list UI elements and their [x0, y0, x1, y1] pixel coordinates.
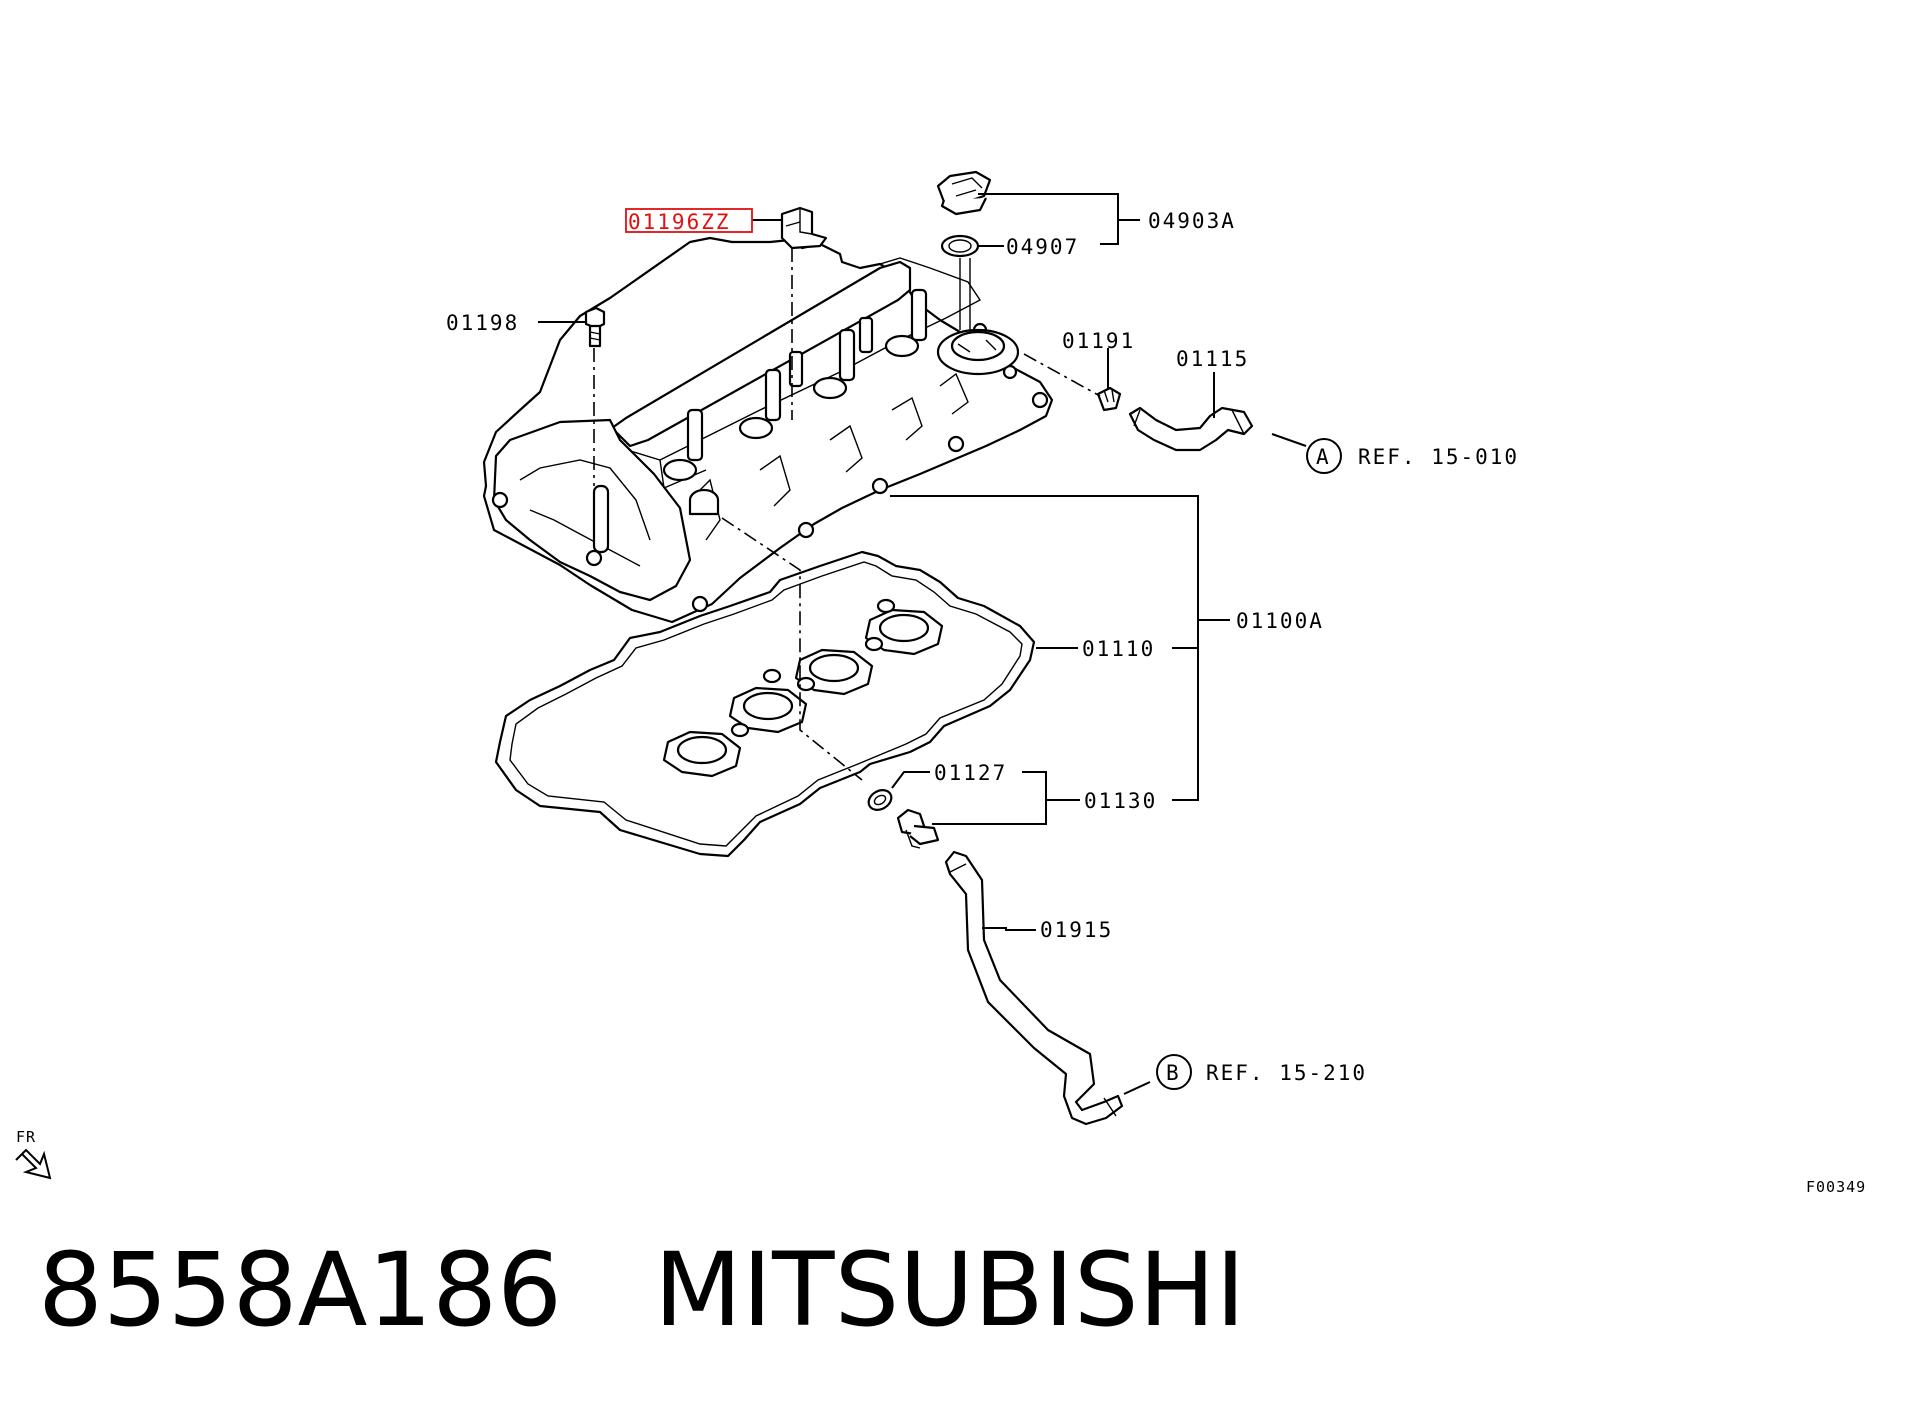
ref-a-letter: A [1316, 445, 1329, 469]
callout-ref-b: REF. 15-210 [1206, 1061, 1367, 1085]
cap-axis [959, 258, 971, 330]
leader-01130-bracket [932, 771, 1047, 825]
callout-01130: 01130 [1084, 789, 1157, 813]
figure-code: F00349 [1806, 1178, 1866, 1196]
callout-04903a: 04903A [1148, 209, 1236, 233]
direction-marker: FR [16, 1128, 36, 1146]
highlight-box-01196zz [625, 208, 753, 233]
front-direction-arrow-icon [15, 1148, 52, 1180]
callout-01100a: 01100A [1236, 609, 1324, 633]
breather-hose-01115 [1128, 406, 1254, 452]
valve-cover-gasket [494, 550, 1036, 858]
leader-ref-a [1271, 433, 1307, 447]
callout-01196zz: 01196ZZ [628, 210, 731, 234]
callout-01115: 01115 [1176, 347, 1249, 371]
bolt-01198 [584, 306, 606, 348]
brand-name: MITSUBISHI [654, 1231, 1246, 1350]
valve-cover [482, 236, 1054, 624]
pcv-valve-01130 [896, 808, 940, 849]
oil-filler-neck [936, 328, 1020, 376]
callout-01191: 01191 [1062, 329, 1135, 353]
hose-clamp-01191 [1096, 386, 1122, 412]
plug-wells [662, 288, 928, 482]
callout-01127: 01127 [934, 761, 1007, 785]
callout-04907: 04907 [1006, 235, 1079, 259]
callout-01198: 01198 [446, 311, 519, 335]
leader-01915 [982, 927, 1036, 931]
callout-01110: 01110 [1082, 637, 1155, 661]
ref-b-letter: B [1166, 1061, 1179, 1085]
ref-a-label: REF. 15-010 [1358, 445, 1519, 469]
oil-cap-gasket [940, 234, 980, 258]
ref-b-circle [1156, 1054, 1192, 1090]
leader-01127 [891, 771, 930, 789]
leader-ref-b [1123, 1081, 1151, 1095]
bracket-01196zz [780, 206, 828, 250]
part-number: 8558A186 [38, 1231, 563, 1350]
callout-01915: 01915 [1040, 918, 1113, 942]
pcv-hose-01915 [944, 850, 1124, 1126]
pcv-grommet-01127 [867, 789, 893, 811]
centerline-pcv-valve [721, 517, 863, 781]
oil-filler-cap [936, 170, 992, 216]
ref-a-circle [1306, 438, 1342, 474]
